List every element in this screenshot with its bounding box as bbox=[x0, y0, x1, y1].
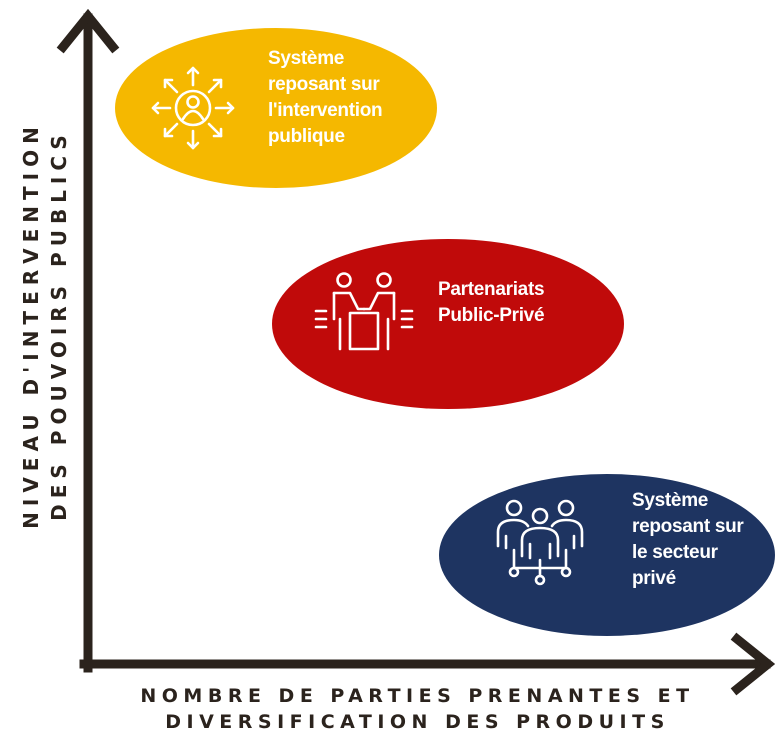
bubble-public-text: Système reposant sur l'intervention publ… bbox=[268, 46, 383, 150]
bubble-public-line-1: Système bbox=[268, 48, 345, 69]
x-axis-label: NOMBRE DE PARTIES PRENANTES ET DIVERSIFI… bbox=[60, 683, 775, 735]
y-axis-label: NIVEAU D'INTERVENTION DES POUVOIRS PUBLI… bbox=[17, 45, 73, 605]
bubble-ppp-line-1: Partenariats bbox=[438, 279, 545, 300]
bubble-private-sector: Système reposant sur le secteur privé bbox=[439, 474, 775, 636]
y-axis-label-line-1: NIVEAU D'INTERVENTION bbox=[19, 121, 43, 529]
bubble-private-line-3: le secteur bbox=[632, 542, 718, 563]
y-axis bbox=[56, 8, 120, 673]
x-axis-label-line-2: DIVERSIFICATION DES PRODUITS bbox=[165, 711, 670, 733]
handshake-icon bbox=[314, 272, 414, 351]
bubble-public-line-2: reposant sur bbox=[268, 74, 380, 95]
bubble-private-line-1: Système bbox=[632, 490, 709, 511]
bubble-private-text: Système reposant sur le secteur privé bbox=[632, 488, 744, 592]
bubble-public-line-3: l'intervention bbox=[268, 100, 383, 121]
bubble-private-line-2: reposant sur bbox=[632, 516, 744, 537]
bubble-public-intervention: Système reposant sur l'intervention publ… bbox=[115, 28, 437, 188]
public-intervention-icon bbox=[151, 66, 235, 150]
y-axis-label-line-2: DES POUVOIRS PUBLICS bbox=[47, 129, 71, 521]
bubble-public-private-partnership: Partenariats Public-Privé bbox=[272, 239, 624, 409]
bubble-private-line-4: privé bbox=[632, 568, 676, 589]
team-network-icon bbox=[496, 499, 584, 586]
bubble-ppp-line-2: Public-Privé bbox=[438, 305, 545, 326]
x-axis bbox=[79, 632, 775, 696]
bubble-ppp-text: Partenariats Public-Privé bbox=[438, 277, 545, 329]
bubble-public-line-4: publique bbox=[268, 126, 345, 147]
x-axis-label-line-1: NOMBRE DE PARTIES PRENANTES ET bbox=[140, 685, 695, 707]
